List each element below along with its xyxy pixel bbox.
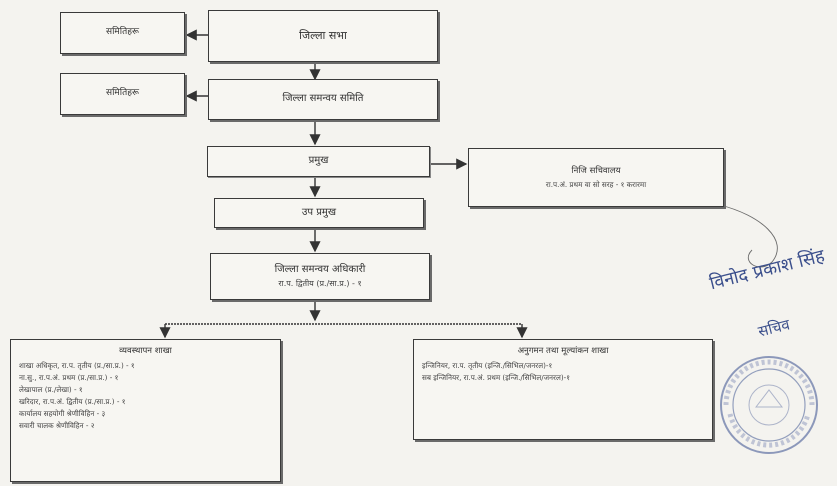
samitiharu-box-2: समितिहरू <box>60 73 185 115</box>
vyavasthapan-line-4: खरिदार, रा.प.अं. द्वितीय (प्र./सा.प्र.) … <box>19 396 126 406</box>
vyavasthapan-line-1: शाखा अधिकृत, रा.प. तृतीय (प्र./सा.प्र.) … <box>19 360 135 370</box>
jilla-sabha-box: जिल्ला सभा <box>208 10 438 62</box>
samitiharu-label-2: समितिहरू <box>105 88 140 99</box>
vyavasthapan-line-2: ना.सु., रा.प.अं. प्रथम (प्र./सा.प्र.) - … <box>19 372 119 382</box>
vyavasthapan-shakha-title: व्यवस्थापन शाखा <box>119 346 172 356</box>
samitiharu-label-1: समितिहरू <box>105 27 140 38</box>
up-pramukh-label: उप प्रमुख <box>301 206 337 218</box>
jilla-samanwaya-samiti-label: जिल्ला समन्वय समिति <box>282 93 364 105</box>
anugaman-shakha-lines: इन्जिनियर, रा.प. तृतीय (इन्जि./सिभिल/जनर… <box>422 361 570 382</box>
anugaman-line-2: सब इन्जिनियर, रा.प.अं. प्रथम (इन्जि./सिभ… <box>422 372 570 382</box>
jilla-samanwaya-adhikari-box: जिल्ला समन्वय अधिकारी रा.प. द्वितीय (प्र… <box>210 253 430 300</box>
up-pramukh-box: उप प्रमुख <box>214 198 424 228</box>
samitiharu-box-1: समितिहरू <box>60 12 185 54</box>
jilla-samanwaya-adhikari-title: जिल्ला समन्वय अधिकारी <box>274 263 366 275</box>
anugaman-line-1: इन्जिनियर, रा.प. तृतीय (इन्जि./सिभिल/जनर… <box>422 360 553 370</box>
anugaman-shakha-box: अनुगमन तथा मूल्यांकन शाखा इन्जिनियर, रा.… <box>413 339 713 440</box>
vyavasthapan-shakha-lines: शाखा अधिकृत, रा.प. तृतीय (प्र./सा.प्र.) … <box>19 361 135 430</box>
vyavasthapan-line-5: कार्यालय सहयोगी श्रेणीविहिन - ३ <box>19 408 106 418</box>
anugaman-shakha-title: अनुगमन तथा मूल्यांकन शाखा <box>517 346 609 356</box>
vyavasthapan-shakha-box: व्यवस्थापन शाखा शाखा अधिकृत, रा.प. तृतीय… <box>10 339 281 482</box>
official-seal-icon <box>720 356 818 454</box>
pramukh-label: प्रमुख <box>308 155 329 167</box>
pramukh-box: प्रमुख <box>207 146 430 177</box>
niji-sachivalaya-box: निजि सचिवालय रा.प.अं. प्रथम वा सो सरह - … <box>468 148 724 207</box>
jilla-samanwaya-samiti-box: जिल्ला समन्वय समिति <box>208 79 438 120</box>
vyavasthapan-line-6: सवारी चालक श्रेणीविहिन - २ <box>19 420 95 430</box>
jilla-sabha-label: जिल्ला सभा <box>299 29 347 43</box>
vyavasthapan-line-3: लेखापाल (प्र./लेखा) - १ <box>19 384 83 394</box>
niji-sachivalaya-title: निजि सचिवालय <box>571 165 621 176</box>
niji-sachivalaya-line: रा.प.अं. प्रथम वा सो सरह - १ करारमा <box>545 180 647 190</box>
jilla-samanwaya-adhikari-line: रा.प. द्वितीय (प्र./सा.प्र.) - १ <box>278 279 362 289</box>
